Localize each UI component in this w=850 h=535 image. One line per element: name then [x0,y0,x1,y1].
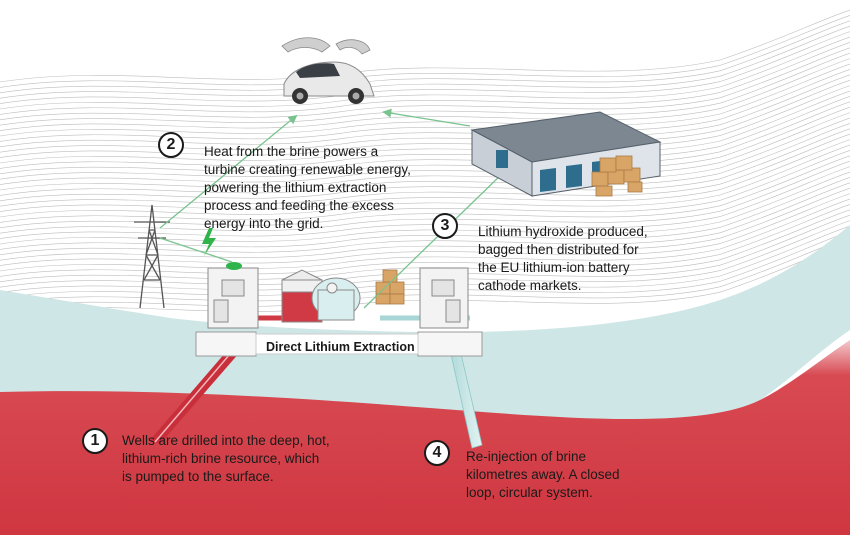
step-3-number: 3 [432,213,458,239]
contour-line [0,117,850,191]
contour-line [0,47,850,121]
terrain-contour-lines [0,9,850,315]
contour-line [0,42,850,115]
step-1-callout: Wells are drilled into the deep, hot, li… [122,432,362,486]
arrow-plant-to-warehouse [363,170,506,309]
contour-line [0,193,850,266]
lightning-bolt-icon [202,228,216,256]
plant-platforms [195,331,483,357]
contour-line [0,177,850,250]
contour-line [0,58,850,131]
contour-line [0,204,850,277]
warehouse-boxes [591,155,643,197]
production-wellhead-building [207,262,259,329]
arrow-grid-to-plant [159,237,233,263]
contour-line [0,36,850,110]
contour-line [0,20,850,94]
contour-line [0,160,850,234]
contour-line [0,31,850,104]
contour-line [0,182,850,256]
step-2-text: Heat from the brine powers a turbine cre… [204,144,411,231]
contour-line [0,96,850,169]
step-4-text: Re-injection of brine kilometres away. A… [466,449,620,500]
contour-line [0,69,850,142]
contour-line [0,9,850,83]
contour-line [0,133,850,207]
step-4-number: 4 [424,440,450,466]
step-2-number: 2 [158,132,184,158]
reinjection-wellhead-building [419,267,469,329]
step-1-number: 1 [82,428,108,454]
contour-line [0,106,850,180]
contour-line [0,15,850,88]
contour-line [0,150,850,223]
arrow-warehouse-to-car [382,108,471,127]
contour-line [0,85,850,158]
power-pylon-icon [134,204,170,309]
warehouse-icon [470,111,662,197]
step-2-callout: Heat from the brine powers a turbine cre… [204,143,444,233]
contour-line [0,63,850,137]
contour-line [0,74,850,148]
arrow-pylon-to-car [159,114,298,229]
contour-line [0,166,850,239]
contour-line [0,112,850,185]
contour-line [0,79,850,153]
step-4-callout: Re-injection of brine kilometres away. A… [466,448,666,502]
step-3-callout: Lithium hydroxide produced, bagged then … [478,223,708,295]
processing-plant-icon [281,269,361,323]
contour-line [0,128,850,202]
flow-arrows [159,108,506,309]
brine-reservoir [0,340,850,535]
contour-line [0,90,850,164]
plant-label: Direct Lithium Extraction [266,340,415,354]
contour-line [0,123,850,196]
electric-car-icon [281,37,375,104]
step-1-text: Wells are drilled into the deep, hot, li… [122,433,330,484]
contour-line [0,101,850,175]
contour-line [0,25,850,99]
contour-line [0,52,850,126]
step-3-text: Lithium hydroxide produced, bagged then … [478,224,648,293]
